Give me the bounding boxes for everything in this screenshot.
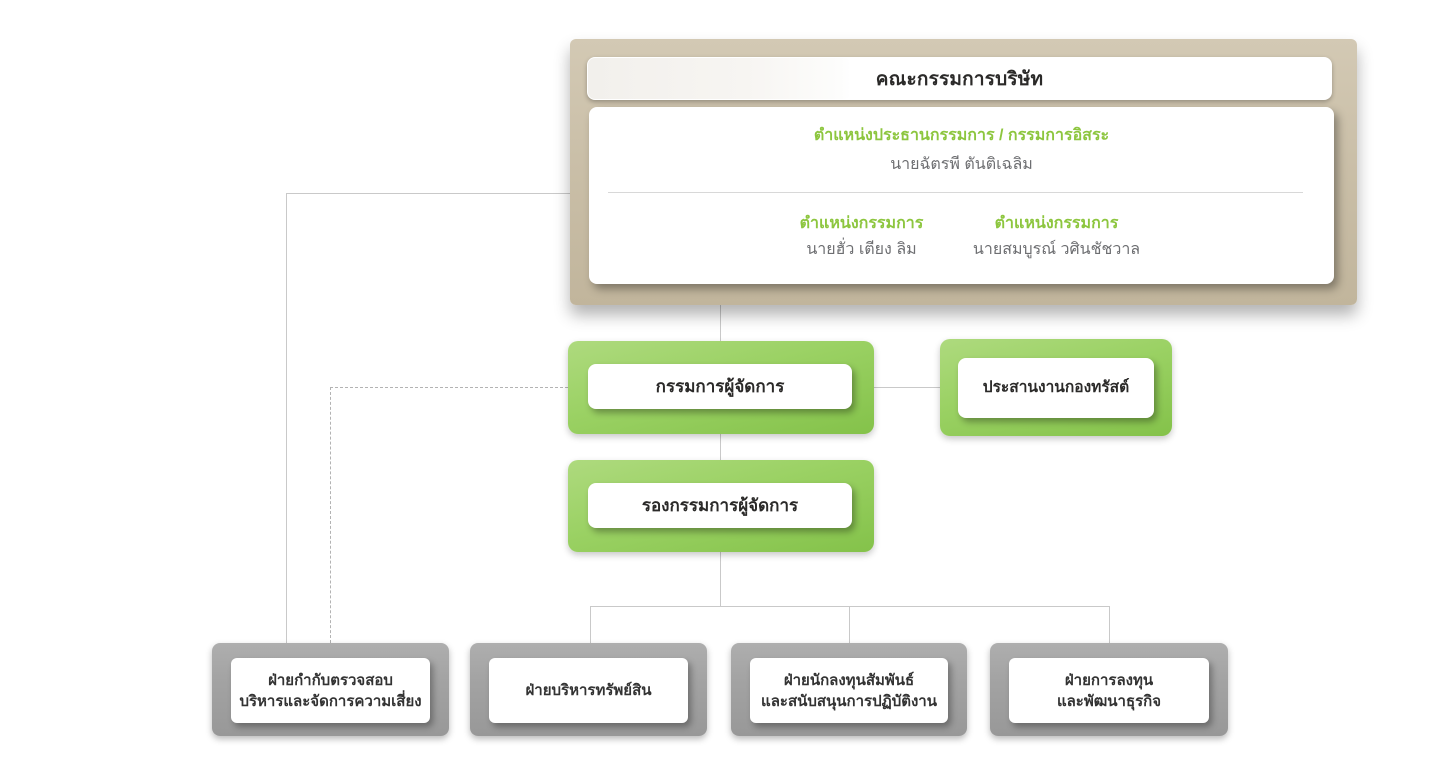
board-members-card: ตำแหน่งประธานกรรมการ / กรรมการอิสระ นายฉ… [589,107,1334,284]
director-2: ตำแหน่งกรรมการ นายสมบูรณ์ วศินชัชวาล [934,212,1179,262]
node-dept-investor-relations: ฝ่ายนักลงทุนสัมพันธ์ และสนับสนุนการปฏิบั… [731,643,967,736]
node-dept-compliance: ฝ่ายกำกับตรวจสอบ บริหารและจัดการความเสี่… [212,643,449,736]
node-dept-investor-relations-label-line1: ฝ่ายนักลงทุนสัมพันธ์ [783,671,915,689]
node-trust-coordination-plate: ประสานงานกองทรัสต์ [958,358,1154,418]
node-dept-investor-relations-label-line2: และสนับสนุนการปฏิบัติงาน [761,692,937,710]
node-deputy-managing-director: รองกรรมการผู้จัดการ [568,460,874,552]
connector-rail [590,606,1110,607]
node-dept-investment: ฝ่ายการลงทุน และพัฒนาธุรกิจ [990,643,1228,736]
node-dept-property-plate: ฝ่ายบริหารทรัพย์สิน [489,658,688,723]
node-dept-investment-label-line1: ฝ่ายการลงทุน [1064,671,1154,689]
connector-board-to-compliance-horizontal [286,193,570,194]
connector-md-to-compliance-dashed-horizontal [330,387,568,388]
connector-board-to-md [720,305,721,341]
node-dept-compliance-label-line1: ฝ่ายกำกับตรวจสอบ [268,671,393,689]
node-trust-coordination-label: ประสานงานกองทรัสต์ [982,379,1130,396]
node-deputy-managing-director-label: รองกรรมการผู้จัดการ [641,495,799,515]
node-dept-investment-label-line2: และพัฒนาธุรกิจ [1056,692,1162,710]
connector-md-to-compliance-dashed-vertical [330,387,331,643]
director-2-role-label: ตำแหน่งกรรมการ [994,215,1119,232]
director-1: ตำแหน่งกรรมการ นายฮั่ว เตียง ลิม [739,212,984,262]
node-dept-property: ฝ่ายบริหารทรัพย์สิน [470,643,707,736]
node-dept-investor-relations-plate: ฝ่ายนักลงทุนสัมพันธ์ และสนับสนุนการปฏิบั… [750,658,948,723]
node-trust-coordination: ประสานงานกองทรัสต์ [940,339,1172,436]
node-managing-director-label: กรรมการผู้จัดการ [655,376,785,396]
divider [608,192,1303,193]
node-managing-director: กรรมการผู้จัดการ [568,341,874,434]
director-1-name: นายฮั่ว เตียง ลิม [806,241,917,258]
node-dept-property-label: ฝ่ายบริหารทรัพย์สิน [525,682,652,699]
director-1-role-label: ตำแหน่งกรรมการ [799,215,924,232]
connector-deputy-to-rail [720,552,721,607]
logo-placeholder [588,58,851,99]
director-2-name: นายสมบูรณ์ วศินชัชวาล [972,241,1141,258]
node-dept-investment-plate: ฝ่ายการลงทุน และพัฒนาธุรกิจ [1009,658,1209,723]
board-title-bar: คณะกรรมการบริษัท [587,57,1332,100]
connector-board-to-compliance-vertical [286,193,287,643]
board-title: คณะกรรมการบริษัท [875,68,1044,90]
chairman-name: นายฉัตรพี ตันติเฉลิม [890,156,1033,173]
connector-md-to-deputy [720,434,721,460]
connector-rail-to-investment [1109,606,1110,643]
node-dept-compliance-label-line2: บริหารและจัดการความเสี่ยง [239,692,422,710]
chairman-role-label: ตำแหน่งประธานกรรมการ / กรรมการอิสระ [813,127,1110,144]
connector-md-to-trust [874,387,940,388]
connector-rail-to-investor-relations [849,606,850,643]
node-dept-compliance-plate: ฝ่ายกำกับตรวจสอบ บริหารและจัดการความเสี่… [231,658,430,723]
node-deputy-managing-director-plate: รองกรรมการผู้จัดการ [588,483,852,528]
connector-rail-to-property [590,606,591,643]
node-managing-director-plate: กรรมการผู้จัดการ [588,364,852,409]
board-of-directors-panel: คณะกรรมการบริษัท ตำแหน่งประธานกรรมการ / … [570,39,1357,305]
